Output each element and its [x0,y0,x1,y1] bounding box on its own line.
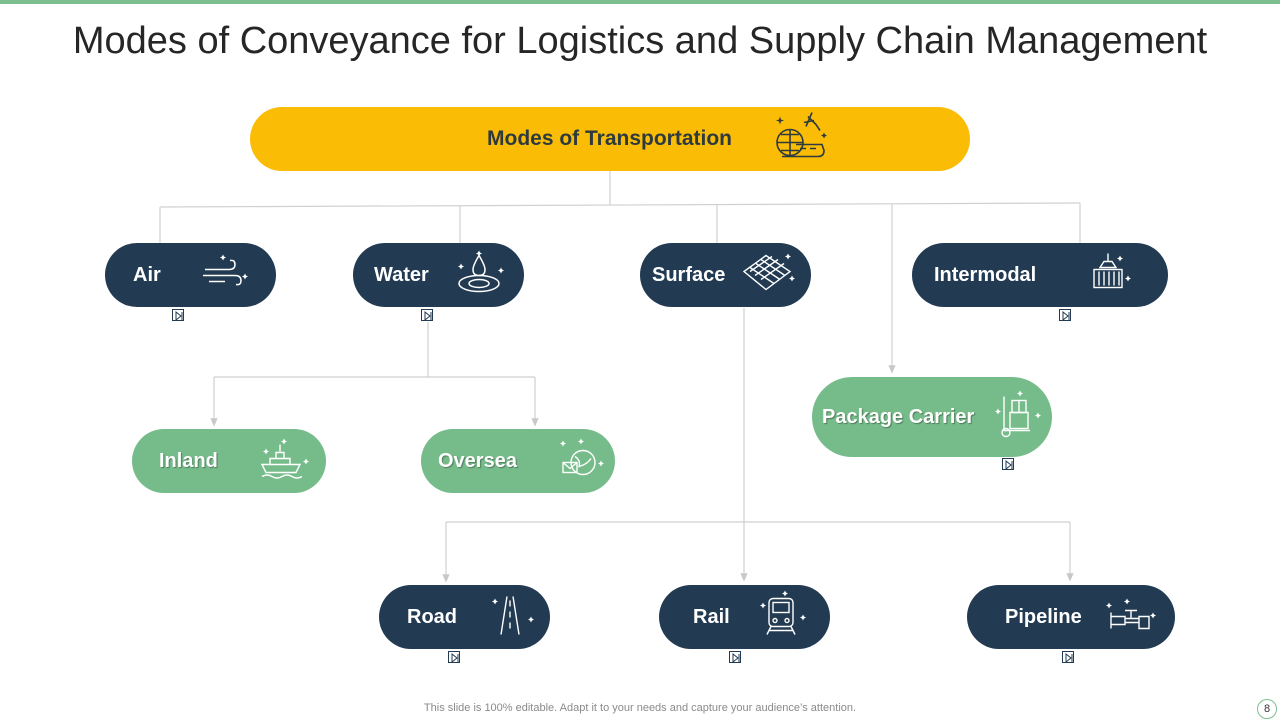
action-button-rail[interactable] [729,651,741,664]
sub-mode-label-oversea: Oversea [438,449,517,472]
globe-plane-train-icon [772,111,828,168]
sub-mode-node-road[interactable]: Road [379,585,550,649]
sub-mode-label-pipeline: Pipeline [1005,605,1082,628]
action-button-intermodal[interactable] [1059,309,1071,322]
mode-node-intermodal[interactable]: Intermodal [912,243,1168,307]
sub-mode-label-rail: Rail [693,605,730,628]
sub-mode-node-package-carrier[interactable]: Package Carrier [812,377,1052,457]
action-button-pipeline[interactable] [1062,651,1074,664]
hand-truck-icon [994,389,1050,446]
mode-node-water[interactable]: Water [353,243,524,307]
mode-label-surface: Surface [652,263,726,286]
terrain-grid-icon [740,250,796,301]
top-accent-bar [0,0,1280,4]
water-drop-icon [453,250,509,301]
action-button-air[interactable] [172,309,184,322]
page-number-badge: 8 [1257,699,1277,719]
sub-mode-node-pipeline[interactable]: Pipeline [967,585,1175,649]
action-button-water[interactable] [421,309,433,322]
sub-mode-label-road: Road [407,605,457,628]
mode-node-surface[interactable]: Surface [640,243,811,307]
root-node-label: Modes of Transportation [487,127,733,150]
train-icon [755,590,811,644]
ship-icon [254,435,314,488]
sub-mode-node-rail[interactable]: Rail [659,585,830,649]
sub-mode-label-package-carrier: Package Carrier [822,405,975,428]
pipeline-valve-icon [1105,591,1161,644]
sub-mode-label-inland: Inland [159,449,218,472]
globe-mail-icon [553,435,609,488]
action-button-road[interactable] [448,651,460,664]
action-button-package-carrier[interactable] [1002,458,1014,471]
slide-title: Modes of Conveyance for Logistics and Su… [72,20,1208,62]
sub-mode-node-oversea[interactable]: Oversea [421,429,615,493]
container-crane-icon [1080,250,1136,301]
root-node-modes-of-transportation[interactable]: Modes of Transportation [250,107,970,171]
mode-node-air[interactable]: Air [105,243,276,307]
road-icon [483,591,539,644]
mode-label-intermodal: Intermodal [934,263,1037,286]
mode-label-air: Air [133,263,161,286]
sub-mode-node-inland[interactable]: Inland [132,429,326,493]
slide-footer-note: This slide is 100% editable. Adapt it to… [423,702,857,714]
mode-label-water: Water [374,263,429,286]
wind-icon [199,252,249,299]
